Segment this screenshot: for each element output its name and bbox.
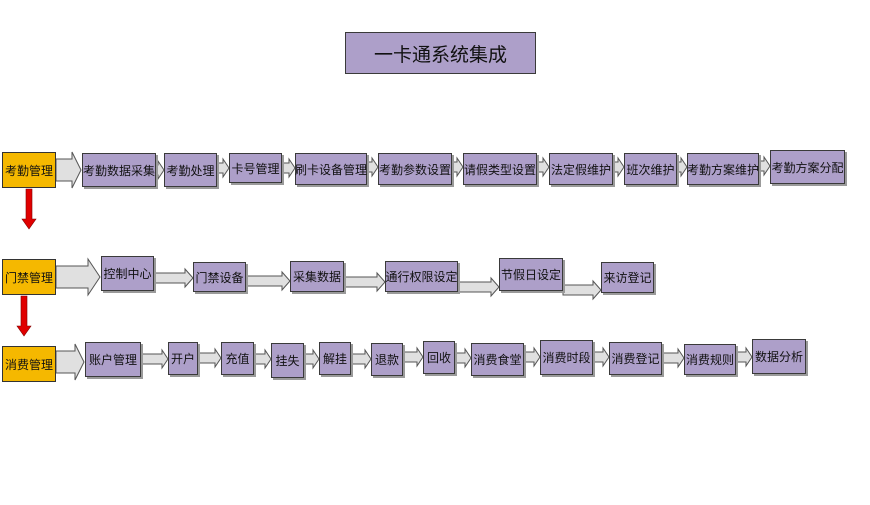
- step-access-permission: 通行权限设定: [385, 261, 458, 292]
- step-attendance-plan-assign: 考勤方案分配: [770, 150, 845, 184]
- down-arrow-2: [16, 295, 32, 337]
- category-attendance: 考勤管理: [2, 152, 56, 188]
- flow-arrow-row1-8: [758, 155, 771, 177]
- step-access-device: 门禁设备: [193, 262, 246, 292]
- flow-arrow-row3-10: [735, 346, 753, 368]
- step-consumption-period: 消费时段: [540, 340, 593, 375]
- step-account-mgmt: 账户管理: [85, 342, 141, 377]
- flow-arrow-row1-2: [281, 157, 296, 179]
- step-collect-data: 采集数据: [290, 261, 344, 292]
- flow-arrow-row1-7: [676, 156, 688, 178]
- step-card-device-mgmt: 刷卡设备管理: [295, 153, 367, 185]
- step-statutory-holiday: 法定假维护: [549, 153, 613, 185]
- category-arrow-access: [55, 257, 101, 297]
- flow-arrow-row1-4: [451, 156, 464, 178]
- step-attendance-data-collect: 考勤数据采集: [82, 153, 156, 187]
- step-top-up: 充值: [221, 342, 254, 375]
- flow-arrow-row3-1: [197, 347, 222, 369]
- flow-arrow-row1-5: [536, 156, 550, 178]
- diagram-title: 一卡通系统集成: [345, 32, 536, 74]
- step-visitor-registration: 来访登记: [601, 262, 654, 293]
- step-refund: 退款: [371, 343, 403, 376]
- step-attendance-plan: 考勤方案维护: [687, 153, 759, 185]
- step-attendance-params: 考勤参数设置: [378, 153, 452, 185]
- category-consumption: 消费管理: [2, 346, 56, 382]
- step-consumption-rules: 消费规则: [684, 344, 736, 375]
- flow-arrow-row1-1: [216, 157, 230, 179]
- flow-arrow-row2-2: [343, 271, 386, 293]
- flow-arrow-row3-9: [661, 347, 685, 369]
- flow-arrow-row3-0: [140, 348, 169, 370]
- step-canteen: 消费食堂: [471, 343, 524, 376]
- step-data-analysis: 数据分析: [752, 339, 806, 374]
- category-arrow-attendance: [55, 151, 82, 189]
- step-report-loss: 挂失: [271, 343, 304, 378]
- category-access-control: 门禁管理: [2, 259, 56, 295]
- flow-arrow-row1-0: [155, 159, 165, 181]
- flow-arrow-row3-3: [303, 348, 320, 370]
- step-open-account: 开户: [168, 342, 198, 375]
- flow-arrow-row2-4: [562, 279, 602, 301]
- flow-arrow-row3-8: [592, 346, 610, 368]
- flow-arrow-row3-7: [523, 346, 541, 368]
- flow-arrow-row2-0: [153, 267, 194, 289]
- category-arrow-consumption: [55, 343, 85, 381]
- step-card-number-mgmt: 卡号管理: [229, 153, 282, 183]
- flow-arrow-row2-3: [457, 276, 500, 298]
- flow-arrow-row2-1: [245, 270, 291, 292]
- step-cancel-loss: 解挂: [319, 342, 351, 375]
- step-shift-maintenance: 班次维护: [624, 153, 677, 185]
- flow-arrow-row3-6: [454, 347, 472, 369]
- flow-arrow-row3-4: [350, 348, 372, 370]
- flow-arrow-row1-3: [366, 156, 379, 178]
- step-attendance-process: 考勤处理: [164, 153, 217, 187]
- step-holiday-setting: 节假日设定: [499, 258, 563, 291]
- step-recycle: 回收: [423, 341, 455, 374]
- step-consumption-registration: 消费登记: [609, 342, 662, 375]
- flow-arrow-row3-2: [253, 348, 272, 370]
- down-arrow-1: [21, 188, 37, 230]
- step-leave-type: 请假类型设置: [463, 153, 537, 185]
- flow-arrow-row3-5: [402, 346, 424, 368]
- step-control-center: 控制中心: [101, 256, 154, 291]
- flow-arrow-row1-6: [612, 156, 625, 178]
